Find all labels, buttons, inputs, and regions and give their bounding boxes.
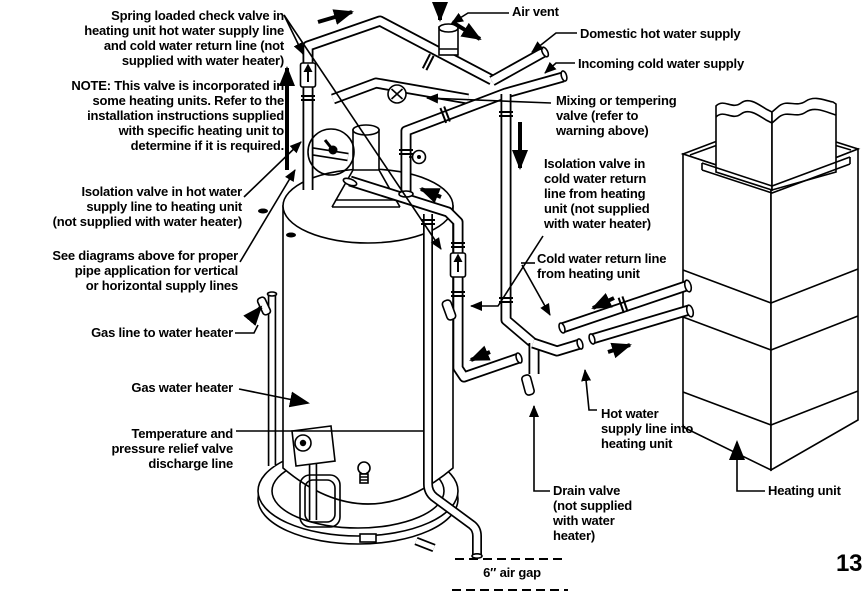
label-incoming-cold: Incoming cold water supply <box>578 56 744 71</box>
air-gap-dashed-lines <box>452 558 568 591</box>
label-gas-line: Gas line to water heater <box>91 325 233 340</box>
label-cold-water-return: Cold water return line from heating unit <box>537 251 667 281</box>
label-drain-valve: Drain valve (not supplied with water hea… <box>553 483 632 543</box>
label-see-diagrams: See diagrams above for proper pipe appli… <box>52 248 238 293</box>
draft-hood <box>331 124 401 208</box>
flow-arrow <box>591 293 615 310</box>
page-number: 13 <box>836 550 863 577</box>
label-mixing-valve: Mixing or tempering valve (refer to warn… <box>556 93 677 138</box>
flow-arrow <box>469 345 491 362</box>
flow-arrow <box>243 305 263 326</box>
label-leader-lines <box>235 12 765 492</box>
label-heating-unit: Heating unit <box>768 483 841 498</box>
label-isolation-valve-hot: Isolation valve in hot water supply line… <box>52 184 243 229</box>
heating-unit-box <box>680 97 861 472</box>
tp-discharge-pipe <box>421 214 483 559</box>
flow-arrow <box>450 20 482 41</box>
pressure-gauge <box>409 149 427 165</box>
label-domestic-hot: Domestic hot water supply <box>580 26 741 41</box>
flow-arrow <box>607 342 632 359</box>
label-hot-supply-line: Hot water supply line into heating unit <box>601 406 694 451</box>
flow-arrows <box>243 2 632 362</box>
label-air-gap: 6″ air gap <box>483 565 541 580</box>
label-spring-check-valve: Spring loaded check valve in heating uni… <box>84 8 284 68</box>
tank-drain-fitting <box>357 461 371 484</box>
label-gas-water-heater: Gas water heater <box>131 380 233 395</box>
drain-valve <box>521 374 535 396</box>
flow-arrow <box>419 187 442 204</box>
check-valve-riser-icon <box>299 62 317 88</box>
mixing-valve <box>387 84 407 104</box>
label-air-vent: Air vent <box>512 4 559 19</box>
piping-network <box>301 15 695 383</box>
air-vent-fitting <box>438 23 459 56</box>
gas-water-heater-illustration <box>257 124 459 552</box>
duct <box>701 97 851 194</box>
gas-control-valve <box>291 425 336 520</box>
gas-line-pipe <box>256 291 278 466</box>
label-note: NOTE: This valve is incorporated in some… <box>71 78 284 153</box>
emphasis-circle-isolation-valve <box>307 128 355 176</box>
isolation-valve-cold-return <box>441 299 457 321</box>
label-tp-relief-valve: Temperature and pressure relief valve di… <box>111 426 233 471</box>
check-valve-return-icon <box>449 252 467 278</box>
label-isolation-valve-cold: Isolation valve in cold water return lin… <box>544 156 651 231</box>
flow-arrow <box>317 9 354 25</box>
